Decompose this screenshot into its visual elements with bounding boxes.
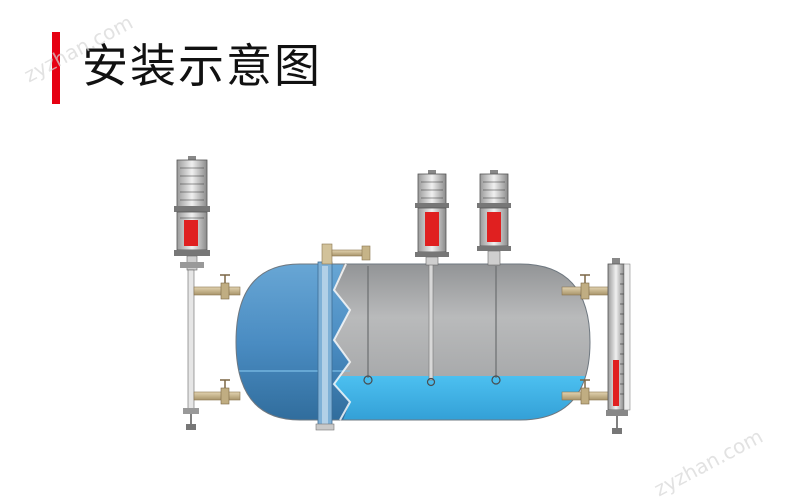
left-pipes (193, 274, 241, 405)
tank-liquid (330, 376, 590, 420)
float-switch-icon (363, 375, 373, 385)
level-gauge-icon (477, 170, 511, 266)
installation-diagram (174, 156, 631, 434)
top-fitting (321, 243, 371, 265)
level-gauge-icon (415, 170, 449, 266)
level-gauge-icon (174, 156, 210, 430)
valve-icon (220, 274, 230, 300)
valve-icon (580, 274, 590, 300)
valve-icon (580, 379, 590, 405)
internal-side-gauge (315, 261, 335, 431)
tank (235, 261, 591, 421)
float-switch-icon (491, 375, 501, 385)
page-title: 安装示意图 (82, 39, 322, 93)
valve-icon (220, 379, 230, 405)
level-gauge-icon (606, 258, 631, 434)
title-accent-bar (52, 32, 60, 104)
